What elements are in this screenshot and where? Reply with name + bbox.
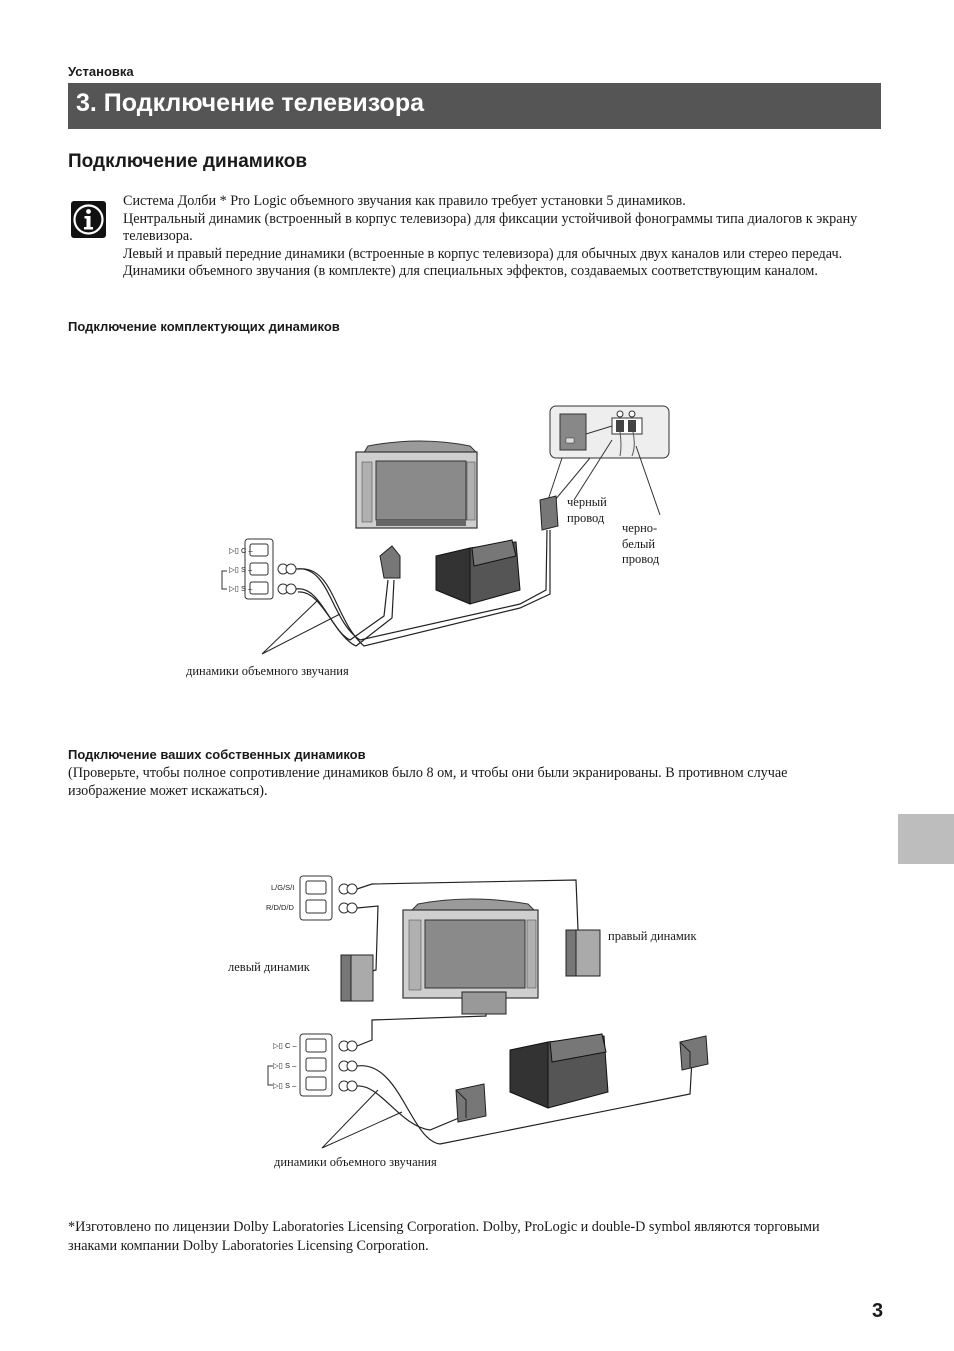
right-speaker-label: правый динамик — [608, 929, 697, 943]
footnote: *Изготовлено по лицензии Dolby Laborator… — [68, 1219, 820, 1254]
page-number: 3 — [872, 1300, 884, 1322]
intro-line: Левый и правый передние динамики (встрое… — [123, 245, 843, 262]
page-title: 3. Подключение телевизора — [76, 89, 424, 117]
tv-illustration — [402, 898, 539, 999]
intro-line: Динамики объемного звучания (в комплекте… — [123, 263, 818, 280]
heading-own-speakers: Подключение ваших собственных динамиков — [68, 747, 366, 762]
surround-speakers-label: динамики объемного звучания — [274, 1155, 437, 1169]
black-white-wire-label: черно- белый провод — [622, 521, 660, 566]
speaker-terminal-inset — [547, 405, 670, 516]
info-icon — [71, 201, 106, 238]
section-label: Установка — [68, 64, 134, 79]
intro-text: Система Долби * Pro Logic объемного звуч… — [123, 193, 898, 281]
tv-illustration — [355, 440, 478, 529]
side-tab — [898, 814, 954, 864]
heading-supplied-speakers: Подключение комплектующих динамиков — [68, 319, 340, 334]
sofa-illustration — [509, 1033, 609, 1109]
left-speaker-label: левый динамик — [228, 960, 310, 974]
terminal-label-s1: ▷▯ S – — [229, 565, 253, 574]
terminal-label-s2: ▷▯ S – — [229, 584, 253, 593]
terminal-label-c: ▷▯ C – — [273, 1041, 297, 1050]
surround-speakers-label: динамики объемного звучания — [186, 664, 349, 678]
terminal-label-right: R/D/D/D — [266, 903, 294, 912]
terminal-label-s1: ▷▯ S – — [273, 1061, 297, 1070]
title-bar: 3. Подключение телевизора — [68, 83, 881, 129]
terminal-label-left: L/G/S/I — [271, 883, 295, 892]
intro-line: Центральный динамик (встроенный в корпус… — [123, 210, 858, 245]
terminal-label-s2: ▷▯ S – — [273, 1081, 297, 1090]
surround-speaker — [379, 545, 401, 579]
own-speakers-note: (Проверьте, чтобы полное сопротивление д… — [68, 765, 788, 799]
sofa-illustration — [435, 539, 521, 605]
section-title: Подключение динамиков — [68, 151, 308, 172]
terminal-label-c: ▷▯ C – — [229, 546, 253, 555]
intro-line: Система Долби * Pro Logic объемного звуч… — [123, 193, 686, 209]
black-wire-label: черный провод — [567, 495, 607, 525]
